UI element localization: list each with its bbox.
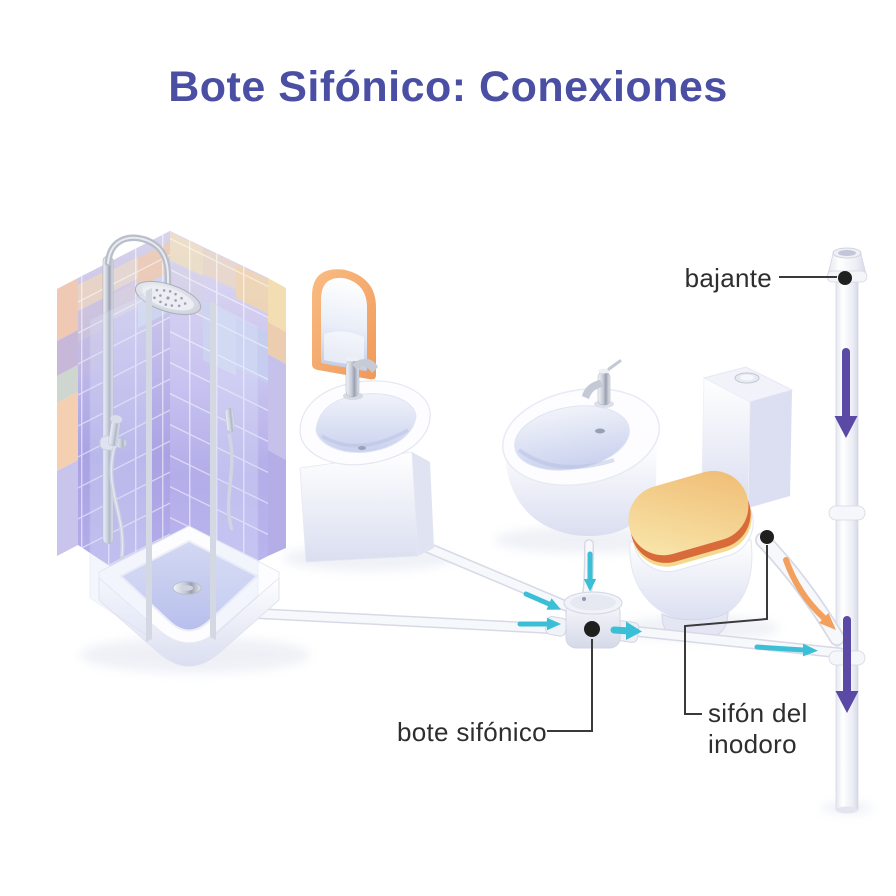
shower-hose-2 xyxy=(226,433,234,531)
toilet-seat-lid xyxy=(628,470,749,556)
label-sifon-inodoro-line2: inodoro xyxy=(708,729,797,759)
flow-arrows xyxy=(517,348,859,713)
label-bajante: bajante xyxy=(685,263,772,293)
callout-line-bote xyxy=(547,639,593,732)
arrow-collector-flow xyxy=(754,643,818,657)
tile-grid-right xyxy=(170,231,268,606)
callout-dot-sifon xyxy=(760,530,774,544)
hand-shower-2 xyxy=(224,407,236,433)
bajante-collar-upper xyxy=(828,505,866,521)
bidet-faucet xyxy=(582,359,622,408)
sink-faucet xyxy=(343,356,378,400)
mirror xyxy=(312,269,376,380)
toilet-tank-side xyxy=(748,390,792,508)
bajante-pipe xyxy=(826,247,868,814)
vanity-cabinet-side xyxy=(412,452,434,556)
callouts: bajante bote sifónico sifón del inodoro xyxy=(397,263,852,759)
flush-button xyxy=(734,372,760,384)
shower-column xyxy=(99,234,236,578)
vanity-cabinet-front xyxy=(299,451,419,563)
shower-tray xyxy=(98,525,280,667)
arrow-shower-flow xyxy=(517,617,561,631)
page-title: Bote Sifónico: Conexiones xyxy=(168,63,728,111)
arrow-bajante-upper xyxy=(834,348,858,438)
callout-dot-bote xyxy=(584,621,600,637)
callout-dot-bajante xyxy=(838,271,852,285)
pipe-shower-to-bote xyxy=(240,607,566,635)
toilet-seat xyxy=(628,470,754,573)
arrow-toilet-siphon-flow xyxy=(783,557,836,630)
sink-drain-hole xyxy=(358,446,366,450)
arrow-bajante-lower xyxy=(835,616,859,713)
callout-line-sifon xyxy=(684,545,768,715)
glass-frame-right xyxy=(210,301,216,640)
shower-wall-outer-left xyxy=(57,278,78,556)
arrow-sink-flow xyxy=(523,591,561,610)
hand-shower xyxy=(108,415,123,447)
arrow-bidet-flow xyxy=(583,551,597,592)
bidet xyxy=(502,359,660,537)
label-sifon-inodoro-line1: sifón del xyxy=(708,698,808,728)
shower-wall-outer-right xyxy=(268,278,286,556)
label-bote-sifonico: bote sifónico xyxy=(397,717,547,747)
glass-frame-left xyxy=(146,288,152,642)
arrow-bote-outlet-flow xyxy=(610,621,642,640)
shower-cabin xyxy=(57,231,566,667)
bidet-overflow-hole xyxy=(595,428,605,434)
toilet xyxy=(628,366,794,642)
washbasin-vanity xyxy=(299,269,434,563)
shower-glass xyxy=(89,288,259,642)
